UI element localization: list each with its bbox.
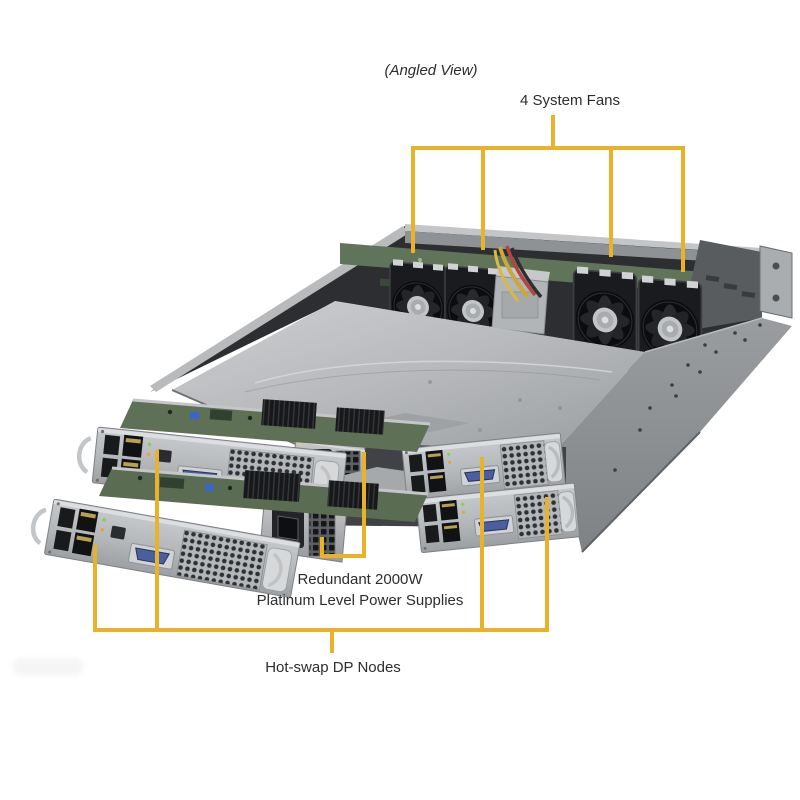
callout-lines <box>93 115 685 653</box>
fans-callout-label: 4 System Fans <box>519 92 621 109</box>
nodes-callout-label: Hot-swap DP Nodes <box>265 659 401 676</box>
right-side-panel <box>558 317 792 553</box>
psu-callout-label: Redundant 2000W Platinum Level Power Sup… <box>257 569 464 611</box>
psu-callout-bracket <box>320 452 366 558</box>
psu-callout-label-line2: Platinum Level Power Supplies <box>256 592 464 609</box>
view-angle-label: (Angled View) <box>384 62 478 79</box>
dp-node-upper-left <box>76 398 431 509</box>
fans-callout-lines <box>411 115 685 272</box>
faint-watermark <box>12 658 84 676</box>
rack-ear <box>759 245 793 319</box>
psu-cage-and-cables <box>491 245 550 335</box>
dp-node-lower-left <box>29 466 429 598</box>
ear-screw <box>772 294 780 302</box>
nodes-callout-lines <box>93 450 549 653</box>
ear-screw <box>772 262 780 270</box>
psu-callout-label-line1: Redundant 2000W <box>297 571 423 588</box>
